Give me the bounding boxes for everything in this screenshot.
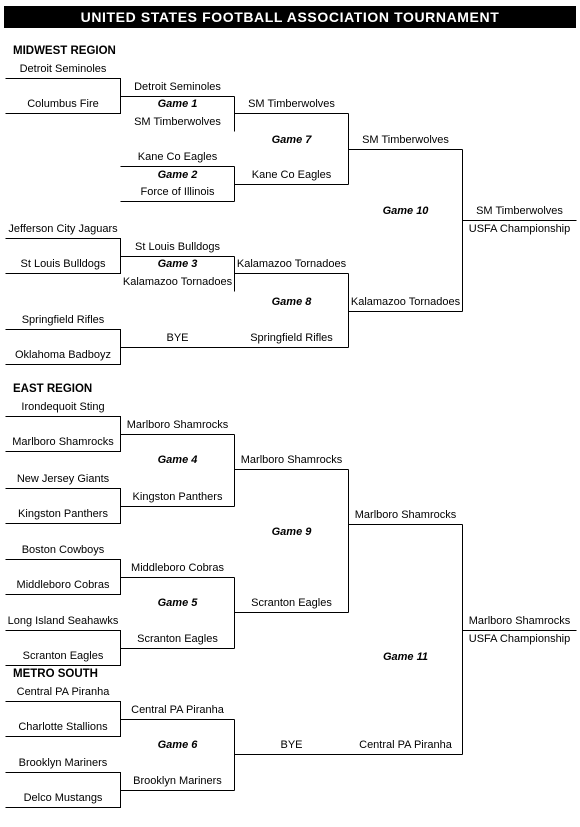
- team-slot: SM Timberwolves: [362, 134, 449, 146]
- game-label: Game 4: [157, 454, 198, 466]
- team-slot: Marlboro Shamrocks: [354, 509, 457, 521]
- bracket-connector: [5, 416, 235, 452]
- game-label: Game 11: [382, 651, 429, 663]
- team-slot: Scranton Eagles: [22, 650, 104, 662]
- team-slot: Oklahoma Badboyz: [15, 349, 111, 361]
- team-slot: Boston Cowboys: [21, 544, 105, 556]
- bracket-connector: [5, 701, 235, 737]
- team-slot: Long Island Seahawks: [7, 615, 119, 627]
- bracket-connector: [234, 434, 349, 470]
- game-label: Game 2: [157, 169, 198, 181]
- team-slot: Kane Co Eagles: [137, 151, 218, 163]
- team-slot: Middleboro Cobras: [16, 579, 110, 591]
- region-midwest: MIDWEST REGION: [13, 45, 116, 57]
- team-slot: Columbus Fire: [27, 98, 99, 110]
- game-label: Game 5: [157, 597, 198, 609]
- team-slot: SM Timberwolves: [134, 116, 221, 128]
- region-metro-south: METRO SOUTH: [13, 668, 98, 680]
- game-label: Game 1: [157, 98, 198, 110]
- team-slot: Kalamazoo Tornadoes: [236, 258, 347, 270]
- team-slot: Marlboro Shamrocks: [240, 454, 343, 466]
- team-slot: Charlotte Stallions: [18, 721, 108, 733]
- game-label: Game 8: [271, 296, 312, 308]
- bracket-connector: [234, 719, 349, 791]
- team-slot: Kingston Panthers: [18, 508, 108, 520]
- bracket-connector: [5, 630, 235, 666]
- team-slot: Kalamazoo Tornadoes: [122, 276, 233, 288]
- team-slot: Brooklyn Mariners: [133, 775, 222, 787]
- game-label: Game 3: [157, 258, 198, 270]
- team-slot: Irondequoit Sting: [21, 401, 105, 413]
- bracket-connector: [462, 149, 577, 312]
- bracket-connector: [348, 113, 463, 185]
- team-slot: Kalamazoo Tornadoes: [350, 296, 461, 308]
- team-slot: Marlboro Shamrocks: [126, 419, 229, 431]
- game-label: Game 6: [157, 739, 198, 751]
- bracket-connector: [5, 78, 235, 114]
- team-slot: BYE: [280, 739, 303, 751]
- team-slot: Springfield Rifles: [21, 314, 105, 326]
- team-slot: Kane Co Eagles: [251, 169, 332, 181]
- bracket-connector: [5, 488, 235, 524]
- team-slot: Springfield Rifles: [250, 332, 333, 344]
- team-slot: Central PA Piranha: [359, 739, 452, 751]
- team-slot: Kingston Panthers: [132, 491, 223, 503]
- bracket-connector: [5, 238, 235, 274]
- game-label: Game 9: [271, 526, 312, 538]
- championship-label: USFA Championship: [468, 633, 571, 645]
- team-slot: Scranton Eagles: [251, 597, 332, 609]
- bracket-connector: [348, 273, 463, 348]
- bracket-connector: [234, 577, 349, 649]
- page-title: UNITED STATES FOOTBALL ASSOCIATION TOURN…: [4, 6, 576, 28]
- team-slot: St Louis Bulldogs: [135, 241, 220, 253]
- team-slot: Central PA Piranha: [16, 686, 110, 698]
- team-slot: Detroit Seminoles: [19, 63, 107, 75]
- team-slot: SM Timberwolves: [248, 98, 335, 110]
- bracket-connector: [234, 96, 349, 132]
- team-slot: Middleboro Cobras: [131, 562, 224, 574]
- bracket-connector: [462, 524, 577, 755]
- team-slot: Marlboro Shamrocks: [12, 436, 114, 448]
- game-label: Game 7: [271, 134, 312, 146]
- team-slot: New Jersey Giants: [16, 473, 110, 485]
- team-slot: Jefferson City Jaguars: [8, 223, 118, 235]
- team-slot: Delco Mustangs: [23, 792, 103, 804]
- bracket-connector: [5, 772, 235, 808]
- bracket-connector: [234, 166, 349, 202]
- team-slot: Force of Illinois: [140, 186, 215, 198]
- championship-label: USFA Championship: [468, 223, 571, 235]
- region-east: EAST REGION: [13, 383, 93, 395]
- game-label: Game 10: [382, 205, 429, 217]
- team-slot: Central PA Piranha: [131, 704, 224, 716]
- champion-slot: Marlboro Shamrocks: [468, 615, 571, 627]
- champion-slot: SM Timberwolves: [476, 205, 563, 217]
- team-slot: St Louis Bulldogs: [20, 258, 106, 270]
- team-slot: Detroit Seminoles: [134, 81, 221, 93]
- bracket-connector: [348, 469, 463, 613]
- bracket-connector: [234, 256, 349, 292]
- team-slot: BYE: [166, 332, 189, 344]
- team-slot: Brooklyn Mariners: [18, 757, 108, 769]
- bracket-connector: [120, 166, 235, 202]
- bracket-connector: [5, 559, 235, 595]
- team-slot: Scranton Eagles: [137, 633, 218, 645]
